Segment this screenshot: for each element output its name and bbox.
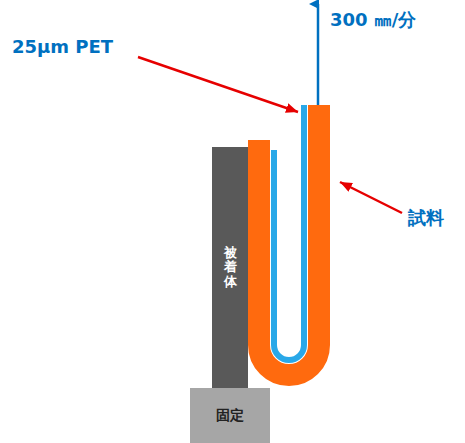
sample-tape — [259, 105, 319, 375]
adherend-bar: 被着体 — [212, 147, 248, 388]
node-text: 被着体 — [224, 246, 237, 289]
fixture-base: 固定 — [190, 388, 270, 443]
pull-arrow — [317, 4, 320, 105]
speed-label: 300 ㎜/分 — [330, 8, 416, 32]
sample-label: 試料 — [408, 206, 444, 230]
pet-film — [274, 105, 304, 360]
film-label: 25μm PET — [12, 36, 113, 57]
node-text: 固定 — [216, 407, 244, 425]
leader-arrow — [138, 57, 298, 112]
leader-arrow — [340, 182, 402, 213]
